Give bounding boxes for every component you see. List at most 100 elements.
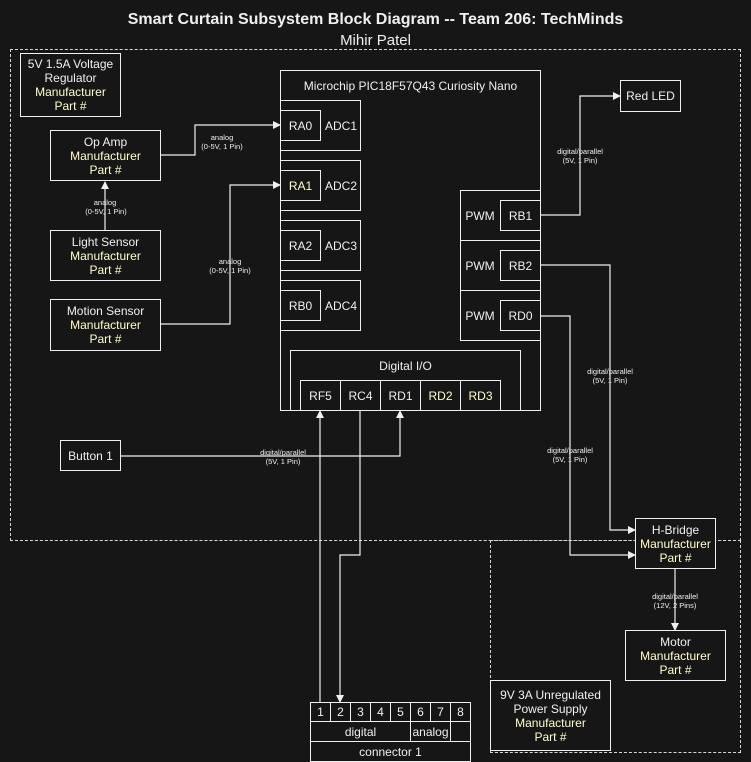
motion-link-label-top: analog <box>218 257 242 266</box>
connector-pin-1-label: 1 <box>317 705 324 719</box>
motor-name: Motor <box>660 634 691 649</box>
motion-sensor-name: Motion Sensor <box>66 304 145 318</box>
page-title: Smart Curtain Subsystem Block Diagram --… <box>127 11 624 28</box>
opamp-name: Op Amp <box>83 134 128 149</box>
motion-link-label-bot: (0-5V, 1 Pin) <box>209 266 251 275</box>
connector-pin-2-label: 2 <box>337 705 344 719</box>
connector-pin-6: 6 <box>410 702 431 722</box>
motor-link-label-bot: (12V, 2 Pins) <box>653 601 697 610</box>
light-sensor-part: Part # <box>89 262 122 277</box>
motion-to-ra1-line <box>160 181 281 325</box>
adc3-label: ADC3 <box>324 239 357 253</box>
opamp-to-ra0-line <box>160 121 281 156</box>
pin-rc4-label: RC4 <box>348 388 373 403</box>
pwm-label-3: PWM <box>465 309 495 323</box>
adc2-label: ADC2 <box>324 179 357 193</box>
connector-pin-3: 3 <box>350 702 371 722</box>
pin-rb0: RB0 <box>280 290 321 321</box>
rb1-to-led-line <box>540 92 621 216</box>
connector-pin-8: 8 <box>450 702 471 722</box>
voltage-regulator-block: 5V 1.5A Voltage Regulator Manufacturer P… <box>20 53 121 117</box>
button-link-label-bot: (5V, 1 Pin) <box>265 457 301 466</box>
pwm-label-2: PWM <box>465 259 495 273</box>
power-region-boundary <box>490 540 741 753</box>
regulator-manufacturer: Manufacturer <box>35 85 106 99</box>
regulator-name-line2: Regulator <box>44 71 97 85</box>
light-sensor-name: Light Sensor <box>71 234 140 249</box>
supply-name-line1: 9V 3A Unregulated <box>500 687 601 702</box>
connector-pin-5: 5 <box>390 702 411 722</box>
rd0-to-hbridge-line <box>540 315 636 559</box>
pin-rd2-label: RD2 <box>428 388 453 403</box>
regulator-part: Part # <box>54 99 87 113</box>
connector-pin-7: 7 <box>430 702 451 722</box>
pin-rd2: RD2 <box>420 380 461 411</box>
adc1-label: ADC1 <box>324 119 357 133</box>
led-link-label-bot: (5V, 1 Pin) <box>562 156 598 165</box>
pin-ra0: RA0 <box>280 110 321 141</box>
light-sensor-block: Light Sensor Manufacturer Part # <box>50 230 161 281</box>
logic-region-boundary <box>10 49 741 541</box>
pin-ra0-label: RA0 <box>288 118 313 133</box>
author-name: Mihir Patel <box>340 32 411 49</box>
pin-rd1-label: RD1 <box>388 388 413 403</box>
pin-ra2-label: RA2 <box>288 238 313 253</box>
opamp-block: Op Amp Manufacturer Part # <box>50 130 161 181</box>
pin-rf5-label: RF5 <box>309 388 332 403</box>
opamp-link-label-bot: (0-5V, 1 Pin) <box>201 142 243 151</box>
connector-digital-label: digital <box>344 724 377 739</box>
rb2-to-hbridge-line <box>540 264 636 534</box>
connector-digital-group: digital <box>310 721 411 742</box>
pin-rb1: RB1 <box>500 200 541 231</box>
rd0-link-label-top: digital/parallel <box>547 446 593 455</box>
connector-name-row: connector 1 <box>310 741 471 762</box>
connector-analog-group: analog <box>410 721 451 742</box>
opamp-link-label-top: analog <box>210 133 234 142</box>
pin-rd0-label: RD0 <box>508 308 533 323</box>
connector-pin-2: 2 <box>330 702 351 722</box>
supply-manufacturer: Manufacturer <box>515 715 586 730</box>
hbridge-block: H-Bridge Manufacturer Part # <box>635 518 716 569</box>
hbridge-part: Part # <box>659 550 692 565</box>
rd0-link-label-bot: (5V, 1 Pin) <box>552 455 588 464</box>
motion-sensor-part: Part # <box>89 332 122 346</box>
supply-name-line2: Power Supply <box>513 701 588 716</box>
pin-rb2: RB2 <box>500 250 541 281</box>
motion-sensor-block: Motion Sensor Manufacturer Part # <box>50 299 161 351</box>
opamp-manufacturer: Manufacturer <box>70 148 141 163</box>
connector-pin-8-label: 8 <box>457 705 464 719</box>
motor-manufacturer: Manufacturer <box>640 648 711 663</box>
opamp-part: Part # <box>89 162 122 177</box>
pin-rd1: RD1 <box>380 380 421 411</box>
hbridge-name: H-Bridge <box>651 522 700 537</box>
pin-rf5: RF5 <box>300 380 341 411</box>
regulator-name-line1: 5V 1.5A Voltage <box>27 57 114 71</box>
motor-part: Part # <box>659 662 692 677</box>
rb2-link-label-bot: (5V, 1 Pin) <box>592 376 628 385</box>
connector-pin-7-label: 7 <box>437 705 444 719</box>
pin-rd0: RD0 <box>500 300 541 331</box>
motor-link-label-top: digital/parallel <box>652 592 698 601</box>
pin-ra1: RA1 <box>280 170 321 201</box>
motor-block: Motor Manufacturer Part # <box>625 630 726 681</box>
button-link-label-top: digital/parallel <box>260 448 306 457</box>
supply-part: Part # <box>534 729 567 744</box>
connector-name: connector 1 <box>359 744 422 759</box>
light-sensor-manufacturer: Manufacturer <box>70 248 141 263</box>
button-1-block: Button 1 <box>60 440 121 471</box>
rc4-to-connector-line <box>336 410 361 703</box>
pin-rd3: RD3 <box>460 380 501 411</box>
pin-rd3-label: RD3 <box>468 388 493 403</box>
red-led-block: Red LED <box>620 80 681 112</box>
pin-rc4: RC4 <box>340 380 381 411</box>
connector-pin-4: 4 <box>370 702 391 722</box>
connector-analog-label: analog <box>412 724 449 739</box>
connector-pin-6-label: 6 <box>417 705 424 719</box>
button-to-rd1-line <box>120 410 404 457</box>
pin-rb2-label: RB2 <box>508 258 533 273</box>
led-link-label-top: digital/parallel <box>557 147 603 156</box>
pin-ra1-label: RA1 <box>288 178 313 193</box>
digital-io-label: Digital I/O <box>379 359 432 373</box>
pwm-label-1: PWM <box>465 209 495 223</box>
